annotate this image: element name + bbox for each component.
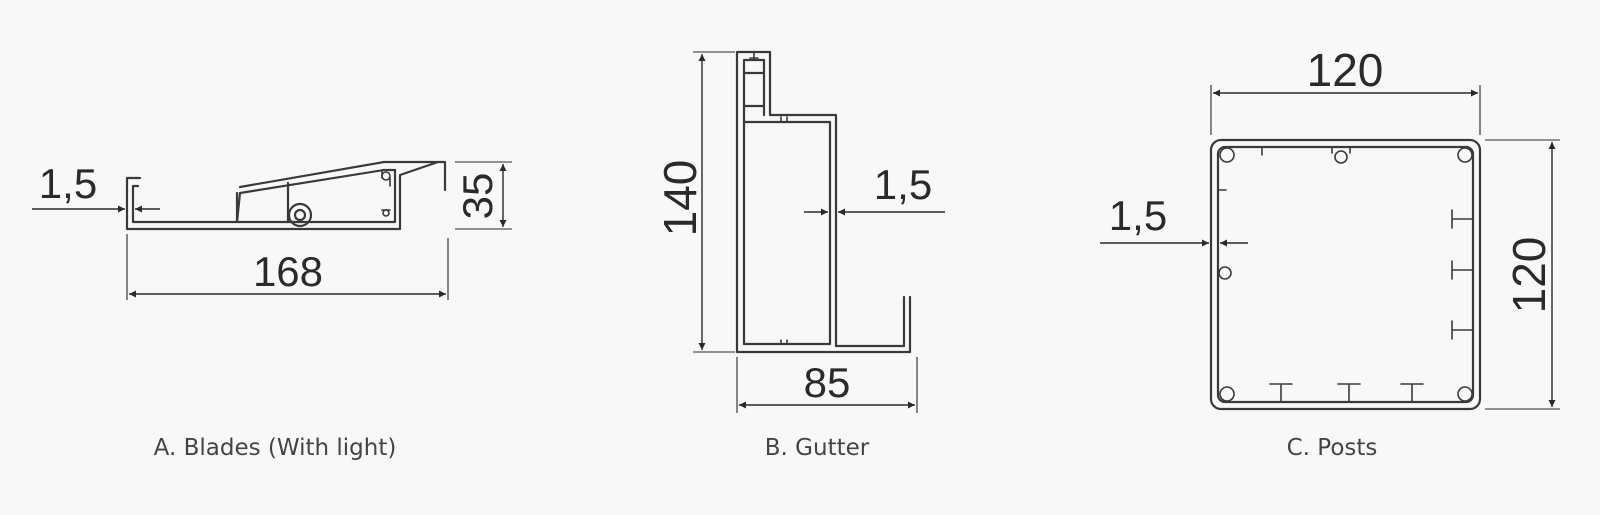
gutter-profile <box>735 50 912 354</box>
gutter-caption: B. Gutter <box>765 435 870 461</box>
gutter-width-label: 85 <box>804 359 851 406</box>
posts-width-label: 120 <box>1307 44 1384 96</box>
gutter-thickness-label: 1,5 <box>874 161 932 208</box>
blades-caption: A. Blades (With light) <box>154 435 397 461</box>
gutter-height-label: 140 <box>654 160 706 237</box>
posts-thickness-label: 1,5 <box>1109 192 1167 239</box>
blades-profile <box>125 160 447 231</box>
posts-outer <box>1209 138 1482 411</box>
posts-drawing: 120 1,5 120 C. Posts <box>1100 44 1560 461</box>
posts-caption: C. Posts <box>1287 435 1378 461</box>
blades-drawing: 1,5 35 168 A. Blades (With light) <box>32 160 512 461</box>
blades-thickness-label: 1,5 <box>39 160 97 207</box>
blades-width-label: 168 <box>253 248 323 295</box>
gutter-drawing: 140 1,5 85 B. Gutter <box>654 50 945 461</box>
blades-height-label: 35 <box>454 173 501 220</box>
posts-inner <box>1216 145 1475 404</box>
posts-height-label: 120 <box>1503 237 1555 314</box>
